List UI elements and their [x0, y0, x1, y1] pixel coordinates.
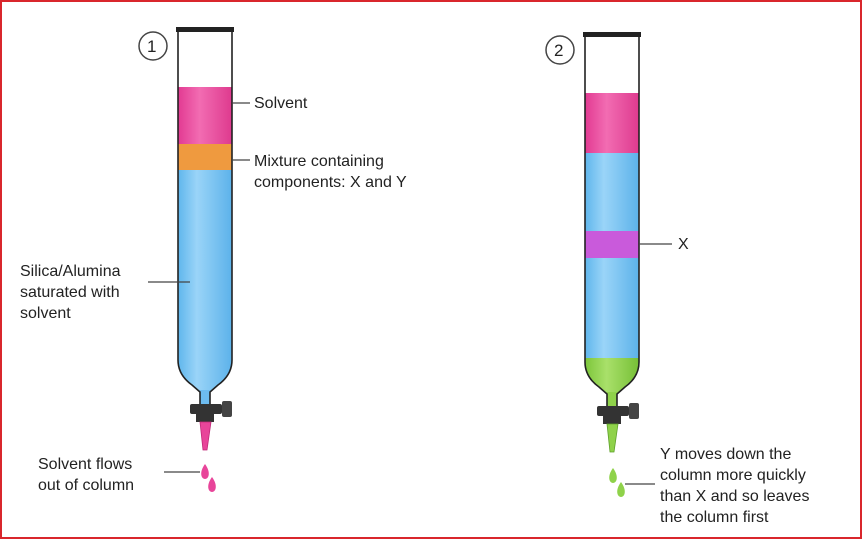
column-1-rim: [176, 27, 234, 32]
solvent-flow-label: Solvent flows out of column: [38, 456, 135, 494]
mixture-label: Mixture containing components: X and Y: [254, 153, 407, 191]
outlet-1-tip: [199, 421, 212, 451]
outlet-2-tip: [606, 423, 619, 453]
stopcock-2-knob: [629, 403, 639, 419]
silica-bed: [178, 170, 232, 392]
mixture-band: [178, 144, 232, 170]
x-band: [585, 231, 639, 258]
y-band-stem: [607, 392, 617, 408]
stationary-phase-label: Silica/Alumina saturated with solvent: [20, 263, 121, 322]
y-note-label: Y moves down the column more quickly tha…: [660, 446, 810, 526]
droplet-1a: [201, 464, 209, 479]
y-band: [585, 358, 639, 394]
step-number-2: 2: [554, 41, 564, 60]
stopcock-1-body: [190, 404, 222, 414]
stopcock-1-knob: [222, 401, 232, 417]
solvent-layer: [178, 87, 232, 144]
step-number-2-circle: [545, 35, 575, 65]
droplet-1b: [208, 477, 216, 492]
stopcock-1-stem: [196, 414, 214, 422]
x-band-label: X: [678, 236, 689, 253]
column-1-outline: [177, 30, 233, 408]
step-number-1: 1: [147, 37, 157, 56]
droplet-2b: [617, 482, 625, 497]
silica-stem: [200, 390, 210, 406]
silica-bed-2-upper: [585, 153, 639, 231]
column-2-outline: [584, 35, 640, 410]
solvent-layer-2: [585, 93, 639, 153]
solvent-label: Solvent: [254, 95, 308, 112]
stopcock-2-body: [597, 406, 629, 416]
stopcock-2-stem: [603, 416, 621, 424]
silica-bed-2-lower: [585, 258, 639, 358]
step-number-1-circle: [138, 31, 168, 61]
column-2-rim: [583, 32, 641, 37]
droplet-2a: [609, 468, 617, 483]
column-2: [545, 32, 672, 497]
column-1: [138, 27, 250, 492]
